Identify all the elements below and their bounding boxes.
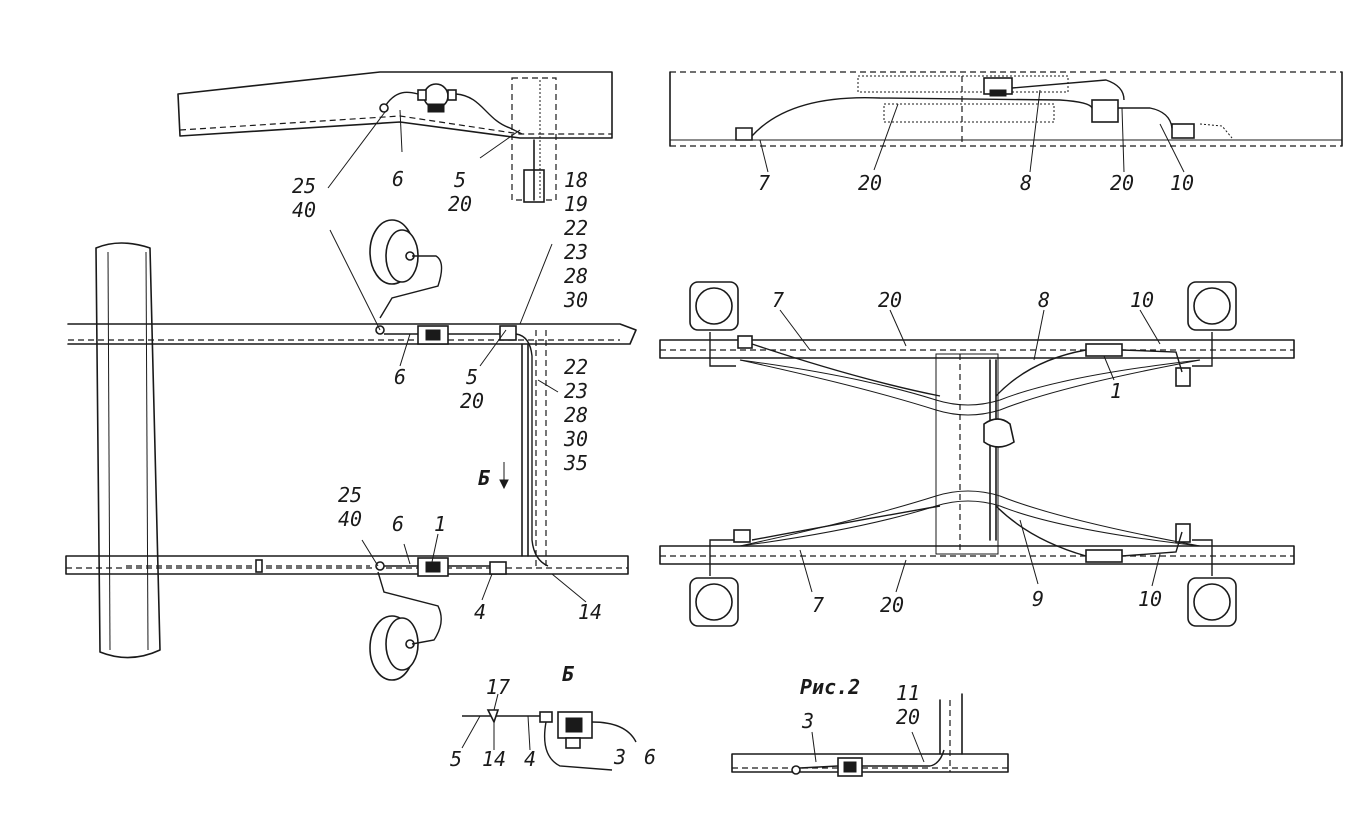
label-1: 1 [434,512,446,536]
chamber-front-right [1187,281,1237,367]
view-b-title: Б [562,662,575,686]
label-40: 40 [338,507,362,531]
label-7a: 7 [772,288,784,312]
label-6: 6 [392,167,404,191]
label-40: 40 [292,198,316,222]
label-5: 5 [450,747,462,771]
label-19: 19 [564,192,588,216]
view-arrow-label: Б [478,466,491,490]
right-plan-view: 7 20 8 10 1 7 20 9 10 [659,281,1295,627]
chamber-front-left [689,281,739,367]
label-25: 25 [292,174,316,198]
label-30: 30 [563,288,588,312]
label-28: 28 [564,264,588,288]
label-20a: 20 [858,171,882,195]
label-14: 14 [482,747,506,771]
label-20: 20 [448,192,472,216]
label-30: 30 [563,427,588,451]
label-25: 25 [338,483,362,507]
view-b-detail: Б 17 5 14 4 3 6 [450,662,656,771]
label-6a: 6 [394,365,406,389]
label-28: 28 [564,403,588,427]
label-17: 17 [486,675,510,699]
label-7: 7 [758,171,770,195]
label-4: 4 [474,600,486,624]
chamber-rear-right [1187,539,1237,627]
label-5: 5 [454,168,466,192]
label-9: 9 [1032,587,1044,611]
label-14: 14 [578,600,602,624]
label-8: 8 [1038,288,1050,312]
left-plan-view: 6 5 20 22 23 28 30 35 Б 25 40 6 1 4 14 [65,219,637,681]
label-20: 20 [460,389,484,413]
label-6: 6 [644,745,656,769]
label-10: 10 [1170,171,1194,195]
figure-caption: Рис.2 [800,675,860,699]
label-3: 3 [613,745,626,769]
label-1: 1 [1110,379,1122,403]
label-3: 3 [801,709,814,733]
label-18: 18 [564,168,588,192]
lower-brake-chamber [369,571,442,681]
label-20b: 20 [1110,171,1134,195]
label-4: 4 [524,747,536,771]
label-23: 23 [564,379,588,403]
label-8: 8 [1020,171,1032,195]
label-7b: 7 [812,593,824,617]
upper-brake-chamber [369,219,443,319]
label-35: 35 [563,451,588,475]
label-22: 22 [564,355,588,379]
label-20a: 20 [878,288,902,312]
label-23: 23 [564,240,588,264]
figure-2-detail: Рис.2 11 20 3 [731,675,1009,777]
label-6b: 6 [392,512,404,536]
label-20b: 20 [880,593,904,617]
label-10a: 10 [1130,288,1154,312]
top-left-valve [417,83,457,113]
top-right-side-view: 7 20 8 20 10 [669,71,1343,195]
label-20: 20 [896,705,920,729]
label-5: 5 [466,365,478,389]
label-10b: 10 [1138,587,1162,611]
top-left-side-view: 6 5 20 18 19 22 23 28 30 25 40 [177,71,613,312]
chamber-rear-left [689,539,739,627]
label-11: 11 [896,681,920,705]
label-22: 22 [564,216,588,240]
